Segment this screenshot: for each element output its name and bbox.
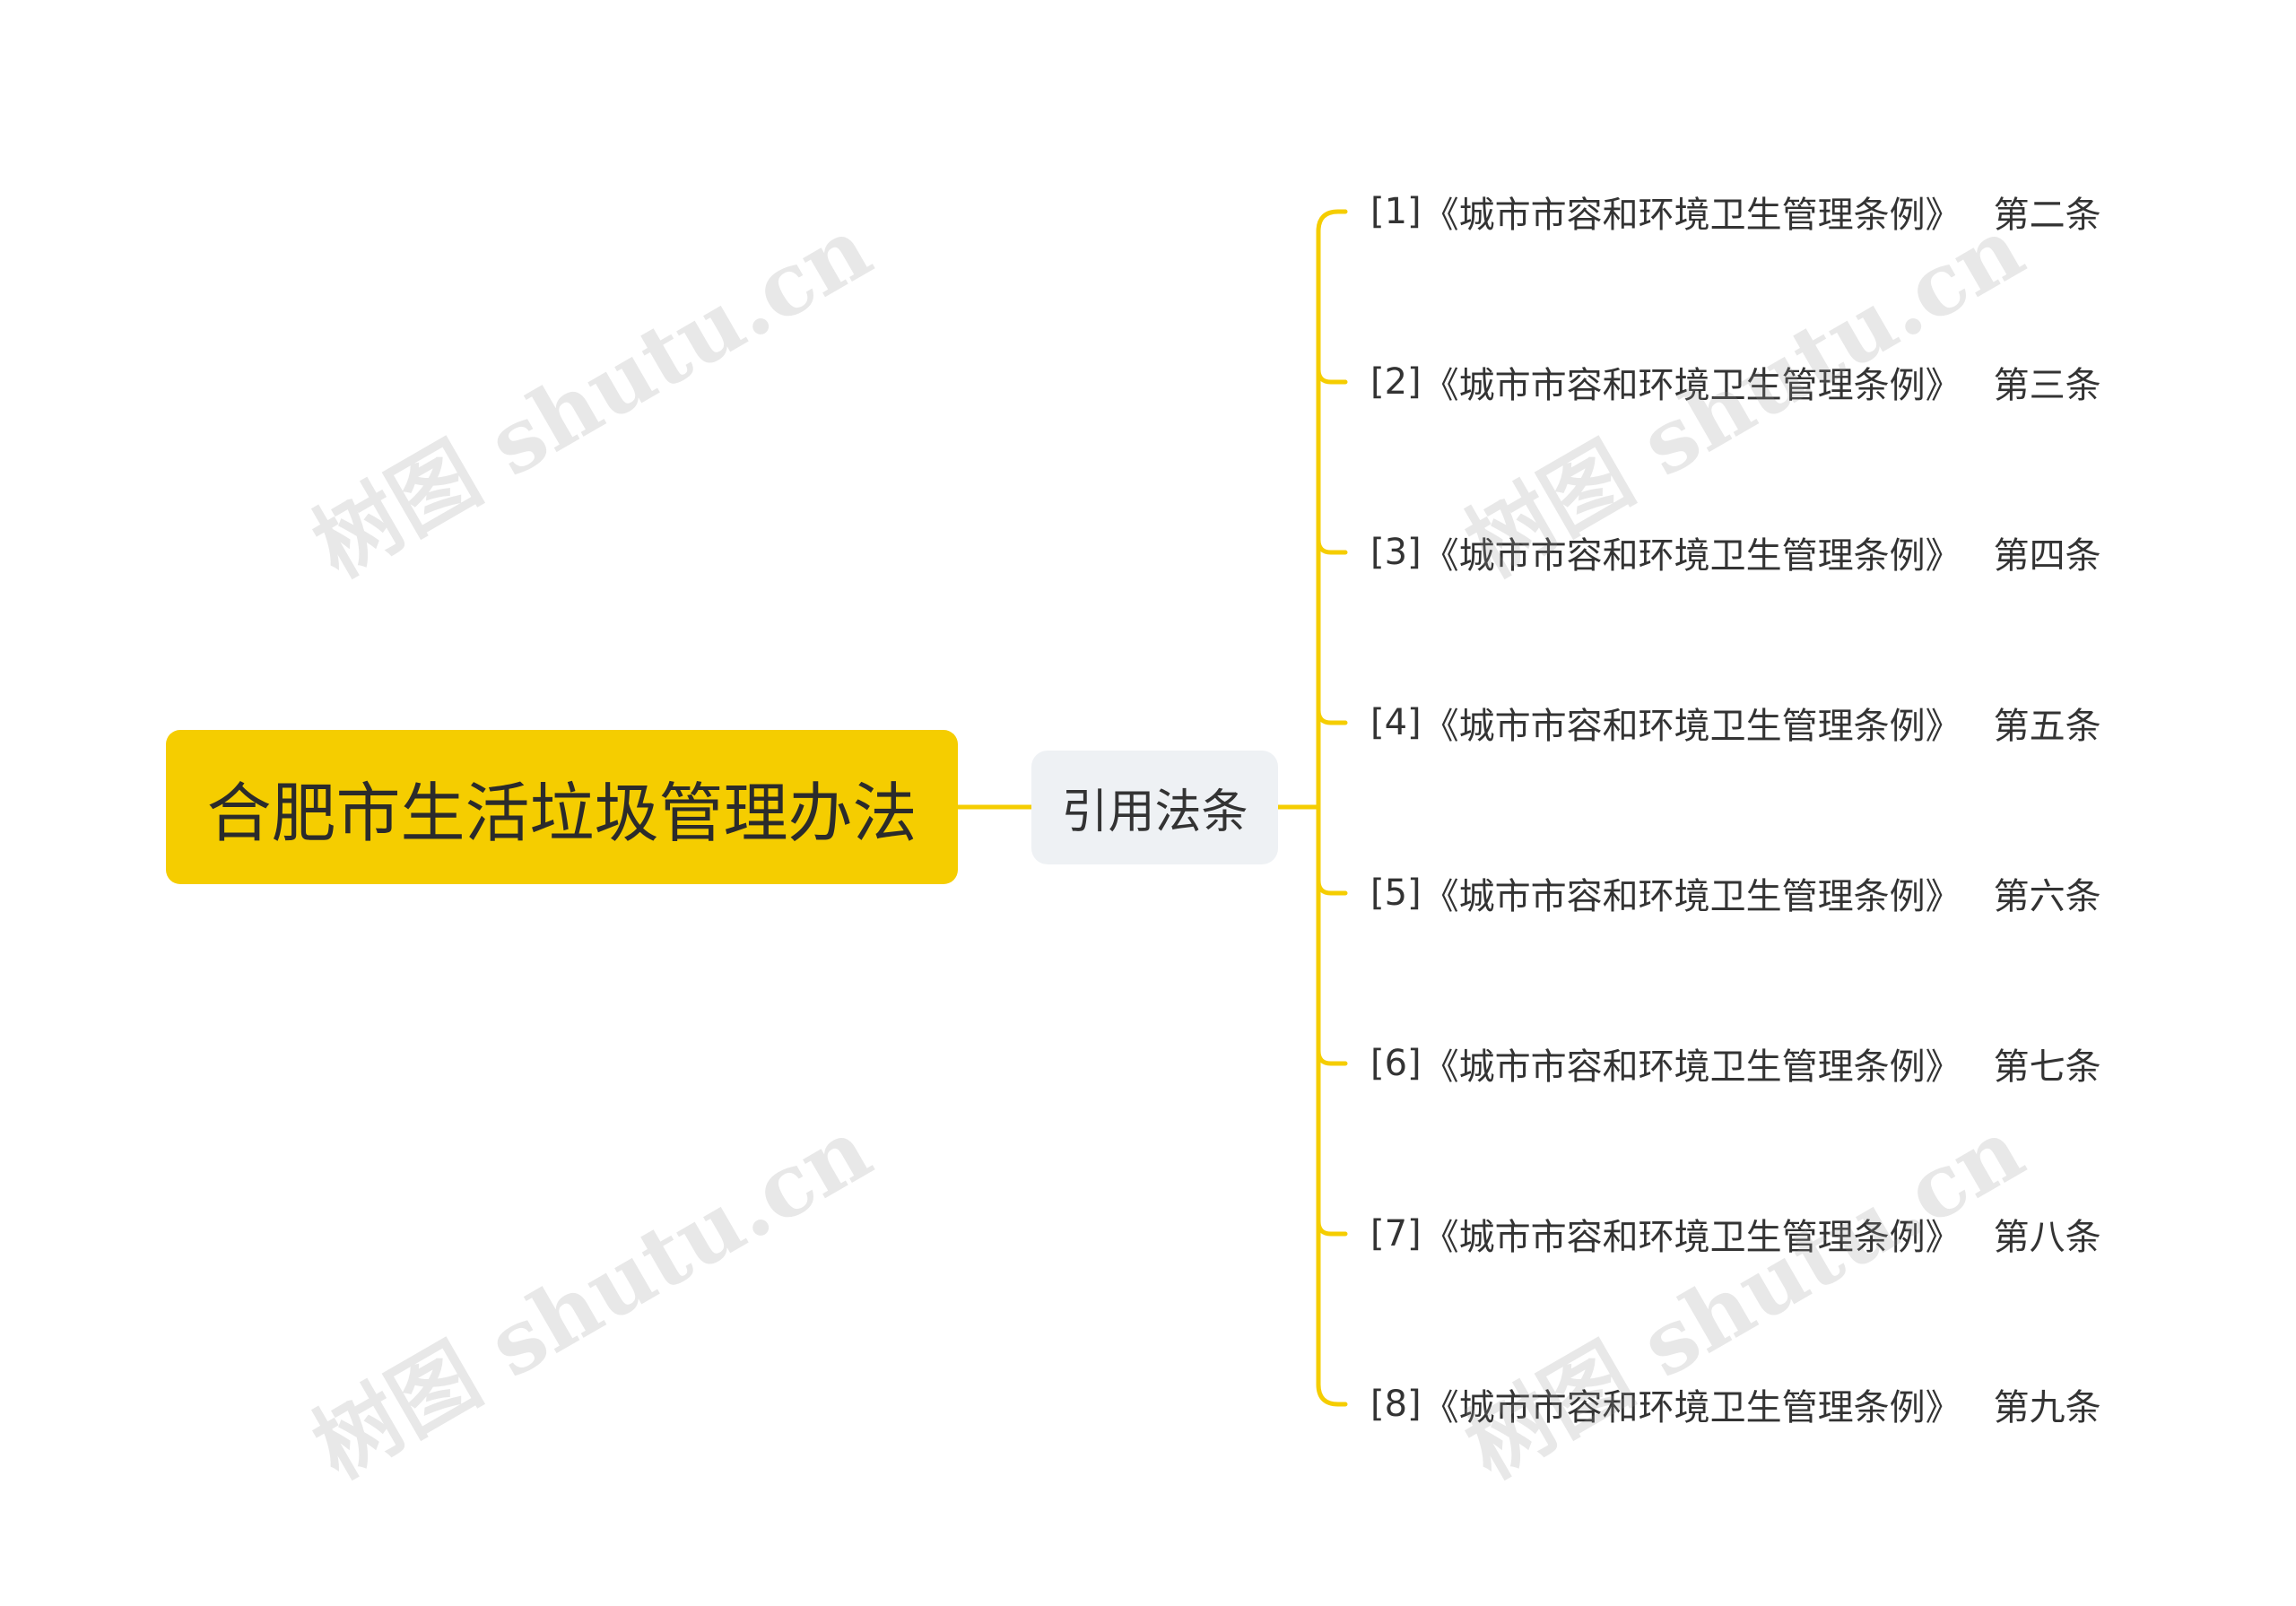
leaf-connectors (1316, 209, 1348, 1407)
leaf-number: [4] (1370, 702, 1422, 743)
leaf-connector (1316, 1048, 1348, 1066)
leaf-node[interactable]: [6] 《城市市容和环境卫生管理条例》 第七条 (1370, 1032, 2101, 1095)
branch-label: 引用法条 (1061, 786, 1248, 839)
leaf-number: [2] (1370, 361, 1422, 403)
branch-node[interactable]: 引用法条 (1031, 751, 1278, 864)
leaf-number: [6] (1370, 1043, 1422, 1084)
leaf-node[interactable]: [1] 《城市市容和环境卫生管理条例》 第二条 (1370, 180, 2101, 243)
leaf-number: [5] (1370, 872, 1422, 914)
leaf-connector (1316, 708, 1348, 725)
leaf-connector (1316, 1219, 1348, 1237)
leaf-article: 第八条 (1993, 1217, 2101, 1258)
leaf-connector (1316, 209, 1348, 234)
leaf-connector (1316, 537, 1348, 555)
leaf-article: 第四条 (1993, 535, 2101, 577)
leaf-law-title: 《城市市容和环境卫生管理条例》 (1422, 1217, 1961, 1258)
leaf-law-title: 《城市市容和环境卫生管理条例》 (1422, 535, 1961, 577)
leaf-article: 第六条 (1993, 876, 2101, 917)
leaf-law-title: 《城市市容和环境卫生管理条例》 (1422, 1046, 1961, 1088)
leaf-number: [8] (1370, 1384, 1422, 1425)
leaf-connector (1316, 367, 1348, 385)
root-label: 合肥市生活垃圾管理办法 (206, 775, 918, 851)
leaf-article: 第二条 (1993, 195, 2101, 236)
leaf-law-title: 《城市市容和环境卫生管理条例》 (1422, 876, 1961, 917)
root-node[interactable]: 合肥市生活垃圾管理办法 (166, 730, 958, 884)
leaf-connector (1316, 1382, 1348, 1407)
leaf-node[interactable]: [4] 《城市市容和环境卫生管理条例》 第五条 (1370, 691, 2101, 754)
leaf-law-title: 《城市市容和环境卫生管理条例》 (1422, 365, 1961, 406)
leaf-article: 第九条 (1993, 1387, 2101, 1428)
leaf-number: [7] (1370, 1213, 1422, 1254)
leaf-law-title: 《城市市容和环境卫生管理条例》 (1422, 1387, 1961, 1428)
leaf-law-title: 《城市市容和环境卫生管理条例》 (1422, 706, 1961, 747)
leaf-article: 第三条 (1993, 365, 2101, 406)
leaf-article: 第五条 (1993, 706, 2101, 747)
leaf-node[interactable]: [2] 《城市市容和环境卫生管理条例》 第三条 (1370, 351, 2101, 413)
leaf-node[interactable]: [3] 《城市市容和环境卫生管理条例》 第四条 (1370, 521, 2101, 584)
leaf-number: [1] (1370, 191, 1422, 232)
leaf-law-title: 《城市市容和环境卫生管理条例》 (1422, 195, 1961, 236)
leaf-number: [3] (1370, 532, 1422, 573)
leaf-node[interactable]: [8] 《城市市容和环境卫生管理条例》 第九条 (1370, 1373, 2101, 1436)
leaf-article: 第七条 (1993, 1046, 2101, 1088)
leaf-connector (1316, 878, 1348, 896)
leaf-node[interactable]: [7] 《城市市容和环境卫生管理条例》 第八条 (1370, 1202, 2101, 1265)
leaf-node[interactable]: [5] 《城市市容和环境卫生管理条例》 第六条 (1370, 862, 2101, 925)
